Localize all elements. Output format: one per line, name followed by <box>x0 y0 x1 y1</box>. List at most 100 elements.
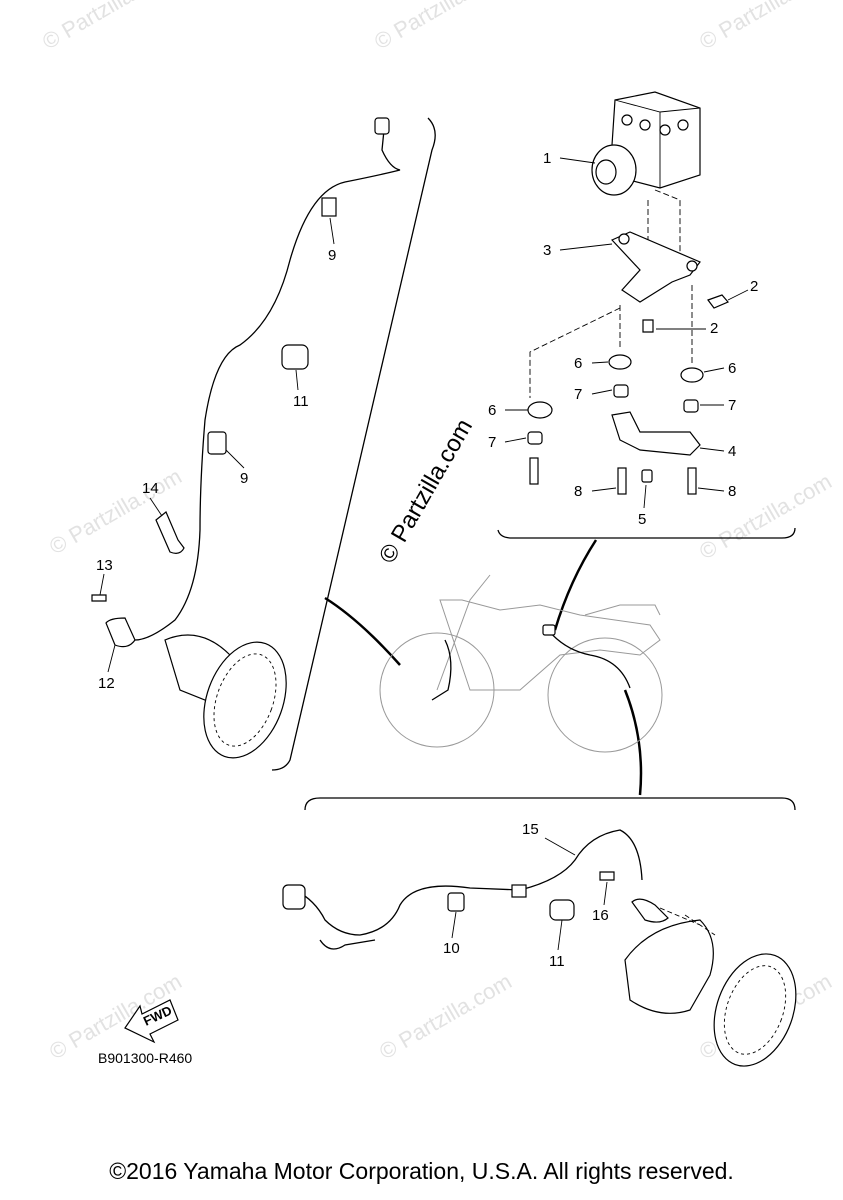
rear-sensor-lead <box>294 829 643 936</box>
grommet <box>511 884 527 898</box>
sensor-clamp <box>281 344 309 370</box>
leader-rear <box>623 689 643 796</box>
callout-number: 7 <box>488 434 496 451</box>
collar <box>613 384 629 398</box>
callout-leader <box>329 217 335 245</box>
clamp <box>207 431 227 455</box>
callout-leader <box>697 487 725 492</box>
sensor-clamp <box>549 899 575 921</box>
damper <box>608 354 632 370</box>
leader-front <box>324 596 401 666</box>
callout-leader <box>643 484 647 509</box>
callout-number: 2 <box>750 278 758 295</box>
callout-number: 6 <box>728 360 736 377</box>
callout-leader <box>559 243 613 251</box>
nut <box>641 469 653 483</box>
callout-leader <box>107 644 116 673</box>
bolt <box>707 294 729 309</box>
callout-number: 6 <box>574 355 582 372</box>
abs-upper-bracket <box>610 231 701 303</box>
callout-leader <box>544 837 576 856</box>
collar <box>527 431 543 445</box>
watermark: © Partzilla.com <box>38 0 179 54</box>
abs-inset-divider <box>497 527 796 539</box>
rear-caliper <box>624 919 714 1014</box>
callout-leader <box>591 487 617 492</box>
callout-number: 11 <box>549 953 565 970</box>
callout-leader <box>703 367 725 373</box>
abs-lower-bracket <box>611 411 701 456</box>
callout-number: 14 <box>142 480 159 497</box>
watermark: © Partzilla.com <box>370 0 511 54</box>
callout-number: 13 <box>96 557 113 574</box>
clamp <box>321 197 337 217</box>
connector <box>374 117 390 135</box>
callout-number: 1 <box>543 150 551 167</box>
callout-leader <box>557 919 563 951</box>
callout-number: 4 <box>728 443 736 460</box>
callout-number: 8 <box>574 483 582 500</box>
callout-leader <box>603 881 608 906</box>
callout-number: 9 <box>328 247 336 264</box>
reference-code: B901300-R460 <box>98 1050 192 1066</box>
callout-leader <box>559 157 596 164</box>
callout-number: 9 <box>240 470 248 487</box>
rear-wheel-sensor <box>631 898 669 923</box>
front-sensor-rotor <box>203 641 287 759</box>
bolt <box>91 594 107 602</box>
callout-number: 2 <box>710 320 718 337</box>
front-wheel-sensor <box>105 617 136 648</box>
connector <box>282 884 306 910</box>
watermark-layer: © Partzilla.com © Partzilla.com © Partzi… <box>38 0 836 1064</box>
callout-leader <box>727 289 749 301</box>
callout-leader <box>99 573 105 596</box>
callout-number: 11 <box>293 393 309 410</box>
front-sensor-lead <box>134 119 401 641</box>
abs-unit-assembly <box>527 91 729 495</box>
rear-sensor-rotor <box>713 953 797 1067</box>
rear-sensor-assembly <box>282 829 797 1067</box>
callout-leader <box>451 911 457 939</box>
callout-leader <box>591 361 609 364</box>
bolt <box>642 319 654 333</box>
clamp <box>447 892 465 912</box>
callout-leader <box>504 437 527 443</box>
motorcycle-silhouette <box>379 574 663 753</box>
center-watermark: © Partzilla.com <box>374 414 478 568</box>
rear-inset-divider <box>304 797 796 811</box>
collar <box>683 399 699 413</box>
bolt <box>617 467 627 495</box>
watermark: © Partzilla.com <box>45 464 186 560</box>
callout-number: 12 <box>98 675 115 692</box>
callout-number: 3 <box>543 242 551 259</box>
callout-number: 6 <box>488 402 496 419</box>
leader-abs <box>553 539 598 631</box>
callout-number: 10 <box>443 940 460 957</box>
callout-leader <box>295 369 299 391</box>
bolt <box>529 457 539 485</box>
watermark: © Partzilla.com <box>695 0 836 54</box>
watermark: © Partzilla.com <box>375 969 516 1065</box>
rear-wheel <box>547 637 663 753</box>
callout-number: 7 <box>574 386 582 403</box>
fwd-arrow: FWD <box>124 999 179 1044</box>
bolt <box>687 467 697 495</box>
bracket <box>155 511 185 554</box>
callout-number: 5 <box>638 511 646 528</box>
callout-number: 8 <box>728 483 736 500</box>
bolt <box>599 871 615 881</box>
damper <box>527 401 553 419</box>
callout-leader <box>699 447 725 452</box>
callout-leader <box>591 389 613 395</box>
callout-leader <box>225 449 245 469</box>
damper <box>680 367 704 383</box>
front-sensor-assembly <box>91 117 401 759</box>
copyright-notice: ©2016 Yamaha Motor Corporation, U.S.A. A… <box>109 1158 734 1184</box>
callout-leader <box>149 497 163 517</box>
callout-number: 15 <box>522 821 539 838</box>
callout-number: 7 <box>728 397 736 414</box>
watermark: © Partzilla.com <box>695 469 836 565</box>
callout-number: 16 <box>592 907 609 924</box>
